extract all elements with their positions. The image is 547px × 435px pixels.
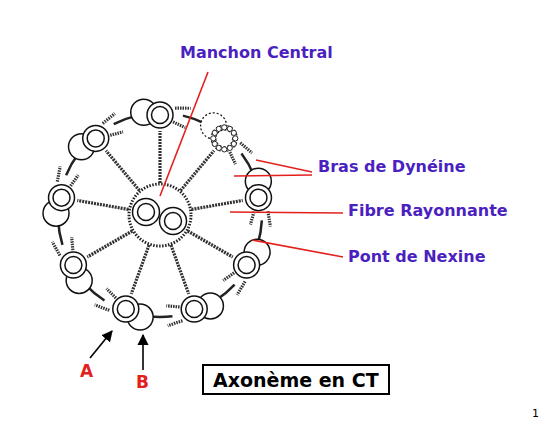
- microtubule-doublet: [166, 293, 223, 326]
- dynein-arm: [72, 237, 73, 250]
- a-tubule: [147, 102, 173, 128]
- radial-spoke: [181, 151, 214, 191]
- a-tubule-lumen: [186, 300, 203, 317]
- box-title: Axonème en CT: [213, 370, 379, 391]
- page-number: 1: [532, 408, 539, 420]
- radial-spoke: [131, 245, 149, 294]
- a-tubule: [245, 185, 271, 211]
- dynein-arm: [268, 211, 270, 226]
- radial-spoke: [87, 231, 132, 257]
- arrow-line: [90, 331, 112, 358]
- protofilament: [216, 126, 221, 131]
- protofilament: [212, 141, 217, 146]
- tubule-letter: B: [136, 373, 149, 392]
- leader-line: [160, 72, 208, 196]
- radial-spoke: [158, 131, 161, 183]
- dynein-arm: [107, 289, 116, 298]
- central-microtubule: [160, 208, 187, 235]
- dynein-arm: [240, 143, 252, 153]
- dynein-arm: [110, 132, 123, 135]
- central-microtubule: [133, 199, 160, 226]
- dynein-arm: [230, 152, 236, 164]
- dynein-arm: [223, 273, 234, 281]
- callout-label: Manchon Central: [180, 44, 333, 62]
- protofilament: [227, 126, 232, 131]
- central-microtubule-lumen: [138, 204, 155, 221]
- dynein-arm: [52, 242, 60, 256]
- protofilament: [222, 147, 227, 152]
- a-tubule-lumen: [87, 130, 104, 147]
- central-sheath: [129, 184, 191, 246]
- dynein-arm: [95, 305, 110, 311]
- protofilament: [231, 141, 236, 146]
- title-box: Axonème en CT: [202, 364, 390, 395]
- a-tubule: [181, 296, 207, 322]
- a-tubule: [60, 252, 86, 278]
- microtubule-doublet: [131, 99, 191, 128]
- dynein-arm: [175, 106, 191, 109]
- a-tubule: [211, 125, 237, 151]
- arrow-line: [142, 335, 144, 370]
- callout-label: Pont de Nexine: [348, 248, 486, 266]
- axoneme-cross-section: [43, 99, 271, 330]
- radial-spoke: [188, 231, 233, 257]
- callout-label: Bras de Dynéine: [318, 158, 466, 176]
- a-tubule-lumen: [238, 257, 255, 274]
- radial-spoke: [106, 151, 139, 191]
- microtubule-doublet: [95, 289, 153, 330]
- a-tubule: [113, 296, 139, 322]
- radial-spoke: [77, 200, 128, 209]
- leader-line: [256, 160, 312, 172]
- a-tubule-lumen: [117, 300, 134, 317]
- callout-label: Fibre Rayonnante: [348, 202, 508, 220]
- radial-spoke: [171, 245, 189, 294]
- a-tubule-lumen: [53, 189, 70, 206]
- protofilament: [222, 125, 227, 130]
- a-tubule: [83, 125, 109, 151]
- leader-lines: [160, 72, 343, 257]
- microtubule-doublet: [69, 114, 123, 160]
- leader-line: [234, 175, 312, 176]
- dynein-arm: [251, 212, 254, 225]
- a-tubule: [234, 252, 260, 278]
- protofilament: [216, 145, 221, 150]
- a-tubule-lumen: [250, 189, 267, 206]
- microtubule-doublet: [201, 113, 252, 164]
- a-tubule-lumen: [216, 130, 233, 147]
- central-microtubule-lumen: [165, 213, 182, 230]
- protofilament: [233, 136, 238, 141]
- dynein-arm: [173, 122, 185, 128]
- dynein-arm: [57, 166, 60, 181]
- microtubule-doublet: [245, 168, 271, 226]
- protofilament: [211, 136, 216, 141]
- leader-line: [252, 240, 343, 257]
- leader-line: [230, 212, 343, 213]
- protofilament: [212, 130, 217, 135]
- a-tubule-lumen: [65, 257, 82, 274]
- tubule-letter: A: [80, 362, 93, 381]
- microtubule-doublet: [43, 166, 78, 226]
- dynein-arm: [166, 306, 179, 307]
- letter-arrows: [90, 331, 143, 370]
- dynein-arm: [71, 175, 79, 186]
- microtubule-doublet: [223, 239, 270, 295]
- microtubule-doublet: [52, 237, 92, 293]
- a-tubule: [49, 185, 75, 211]
- dynein-arm: [168, 321, 183, 326]
- dynein-arm: [103, 114, 115, 124]
- protofilament: [231, 130, 236, 135]
- a-tubule-lumen: [152, 107, 169, 124]
- protofilament: [227, 145, 232, 150]
- radial-spoke: [192, 200, 243, 209]
- dynein-arm: [237, 281, 245, 294]
